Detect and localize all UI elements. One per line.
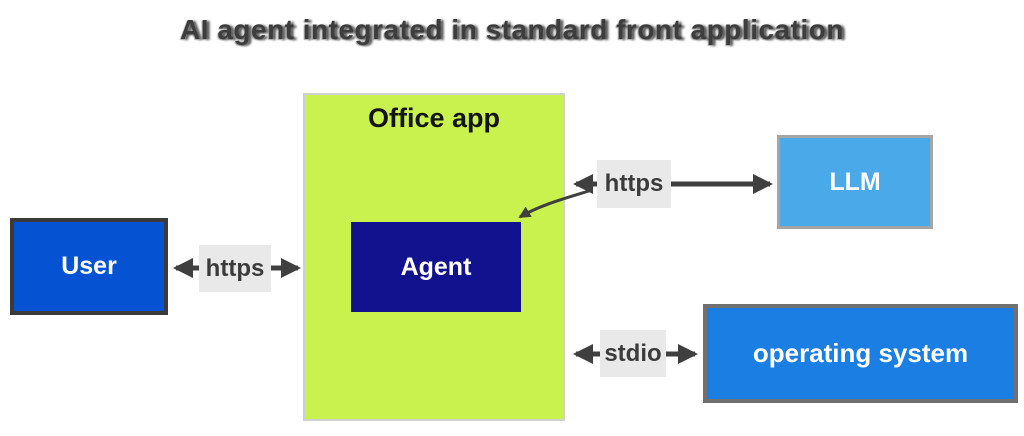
https-label-user-office: https xyxy=(199,245,271,292)
agent-label: Agent xyxy=(400,252,472,281)
operating-system-box: operating system xyxy=(703,304,1018,403)
operating-system-label: operating system xyxy=(752,338,969,368)
user-box: User xyxy=(10,218,168,315)
diagram-title: AI agent integrated in standard front ap… xyxy=(180,14,844,45)
office-app-label: Office app xyxy=(367,103,501,133)
https-label-agent-llm: https xyxy=(597,160,671,208)
llm-label: LLM xyxy=(829,167,881,196)
llm-box: LLM xyxy=(777,135,933,229)
stdio-label-office-os: stdio xyxy=(600,330,666,377)
user-label: User xyxy=(61,252,117,280)
agent-box: Agent xyxy=(351,222,521,312)
